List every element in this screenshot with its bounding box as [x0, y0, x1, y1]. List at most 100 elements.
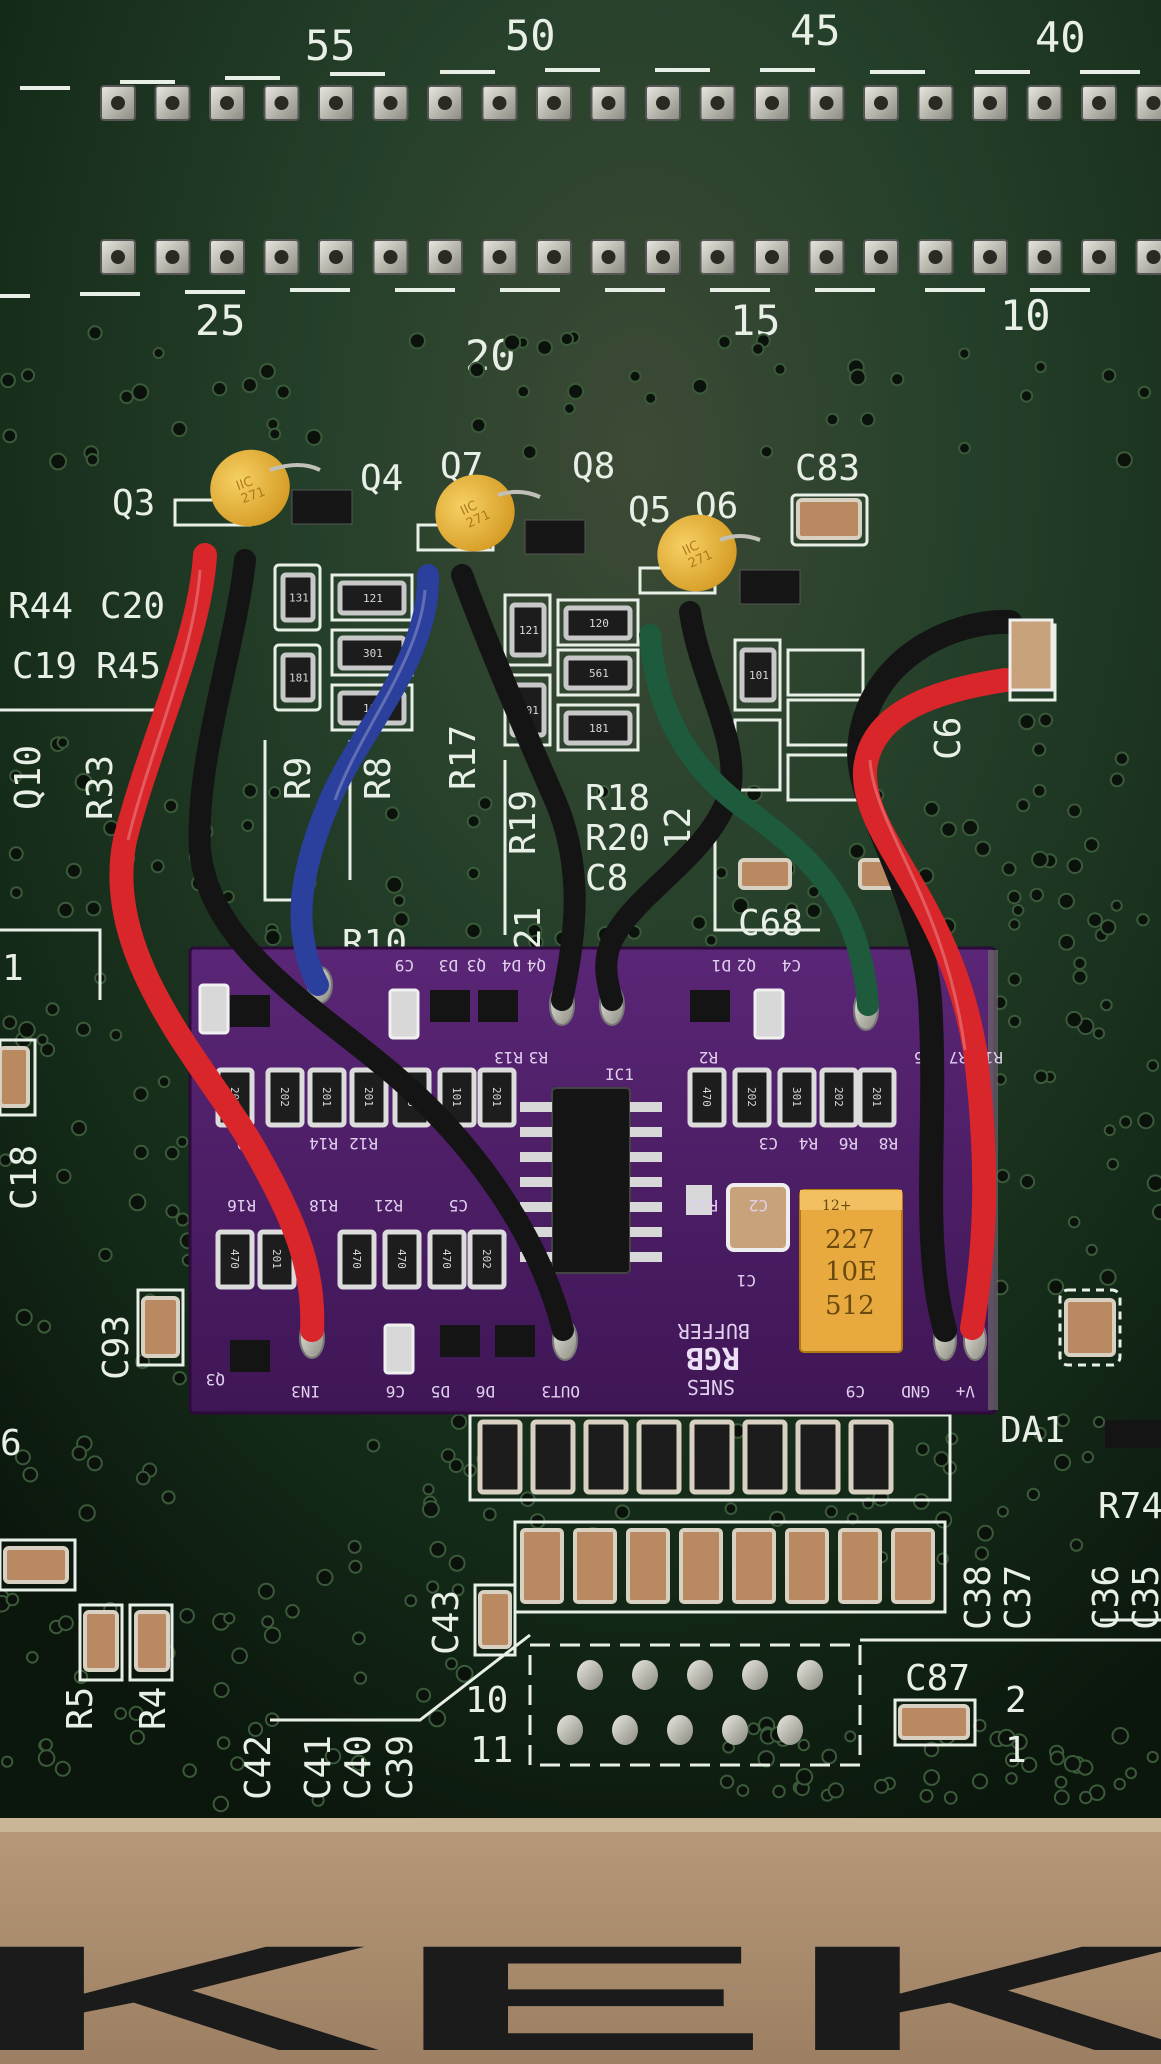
via	[176, 1135, 189, 1148]
via	[1057, 892, 1075, 910]
via	[1085, 1243, 1098, 1257]
label-conn-2: 2	[1005, 1680, 1027, 1721]
smd-capacitor	[141, 1296, 180, 1358]
module-resistor-code: 301	[790, 1087, 803, 1107]
via	[751, 342, 765, 356]
via	[714, 866, 729, 880]
via	[995, 1168, 1011, 1184]
module-row-label: R13	[494, 1048, 523, 1067]
edge-pin-hole	[1092, 96, 1106, 110]
via	[1049, 1750, 1065, 1766]
edge-pin-hole	[274, 96, 289, 110]
via	[1008, 918, 1021, 931]
via	[848, 842, 866, 860]
via	[477, 796, 493, 811]
smd-resistor	[280, 652, 316, 703]
via	[1101, 368, 1117, 383]
via	[724, 1502, 738, 1515]
via	[305, 428, 323, 446]
label-c37: C37	[998, 1565, 1039, 1630]
via	[933, 1451, 950, 1468]
via	[455, 1664, 474, 1683]
via	[923, 800, 940, 817]
module-resistor	[349, 1067, 389, 1128]
module-transistor	[495, 1325, 535, 1357]
smd-capacitor	[1064, 1298, 1116, 1357]
via	[961, 818, 980, 837]
edge-pin-hole	[383, 250, 398, 264]
smd-capacitor	[83, 1610, 119, 1672]
via	[466, 866, 481, 881]
pin-number-50: 50	[505, 11, 556, 60]
via	[26, 1651, 39, 1664]
smd-resistor	[583, 1419, 629, 1495]
via	[1053, 1789, 1070, 1806]
via	[385, 875, 404, 894]
ic-pin	[520, 1102, 552, 1112]
pad-label-c9: C9	[846, 1382, 865, 1401]
label-c19: C19	[12, 646, 77, 687]
smd-capacitor	[478, 1590, 512, 1649]
via	[65, 862, 82, 879]
via	[757, 1750, 775, 1768]
via	[1146, 1750, 1159, 1764]
module-resistor	[687, 1067, 727, 1128]
via	[426, 1580, 440, 1594]
via	[824, 1505, 839, 1519]
smd-resistor-code: 121	[363, 592, 383, 605]
via	[172, 1371, 187, 1386]
module-resistor-code: 202	[480, 1249, 493, 1269]
label-conn-11: 11	[470, 1730, 513, 1771]
via	[1066, 857, 1084, 875]
label-c39: C39	[380, 1735, 421, 1800]
module-title-line1: SNES	[687, 1375, 735, 1399]
via	[175, 1212, 190, 1227]
smd-resistor	[848, 1419, 894, 1495]
via	[109, 1028, 123, 1042]
smd-capacitor	[679, 1528, 723, 1604]
smd-resistor	[509, 602, 547, 658]
module-resistor	[307, 1067, 347, 1128]
pin-number-55: 55	[305, 21, 356, 70]
label-c8: C8	[585, 858, 628, 899]
via	[1083, 837, 1100, 853]
module-capacitor	[198, 983, 230, 1035]
via	[773, 362, 787, 376]
ic-pin	[630, 1252, 662, 1262]
via	[263, 1626, 282, 1644]
module-title: SNES RGB BUFFER	[677, 1319, 750, 1399]
label-c40: C40	[338, 1735, 379, 1800]
label-r4: R4	[133, 1687, 174, 1730]
edge-pin-hole	[438, 96, 452, 110]
label-left-6: 6	[0, 1423, 22, 1464]
module-top-label: Q3	[467, 956, 486, 975]
via	[465, 922, 482, 939]
via	[1092, 1027, 1106, 1040]
smd-resistor-code: 561	[589, 667, 609, 680]
via	[39, 1738, 53, 1752]
via	[977, 1524, 994, 1542]
via	[350, 1754, 367, 1772]
via	[844, 1730, 857, 1743]
via	[784, 902, 799, 916]
edge-pin-hole	[765, 250, 779, 264]
label-r17: R17	[443, 725, 484, 790]
module-transistor	[230, 1340, 270, 1372]
connector-pin	[557, 1715, 583, 1745]
tantalum-capacitor: 12+ 227 10E 512	[799, 1189, 903, 1353]
module-resistor-code: 202	[832, 1087, 845, 1107]
via	[448, 1458, 464, 1474]
label-q5: Q5	[628, 490, 671, 531]
box-text: KEK	[0, 1914, 1161, 2064]
via	[164, 1145, 180, 1161]
module-capacitor	[383, 1323, 415, 1375]
via	[1110, 899, 1123, 912]
via	[422, 1500, 440, 1519]
label-r18: R18	[585, 778, 650, 819]
via	[1125, 1767, 1137, 1780]
via	[428, 1709, 447, 1728]
smd-resistor-code: 121	[519, 624, 539, 637]
via	[247, 1721, 264, 1738]
via	[1099, 1268, 1117, 1286]
